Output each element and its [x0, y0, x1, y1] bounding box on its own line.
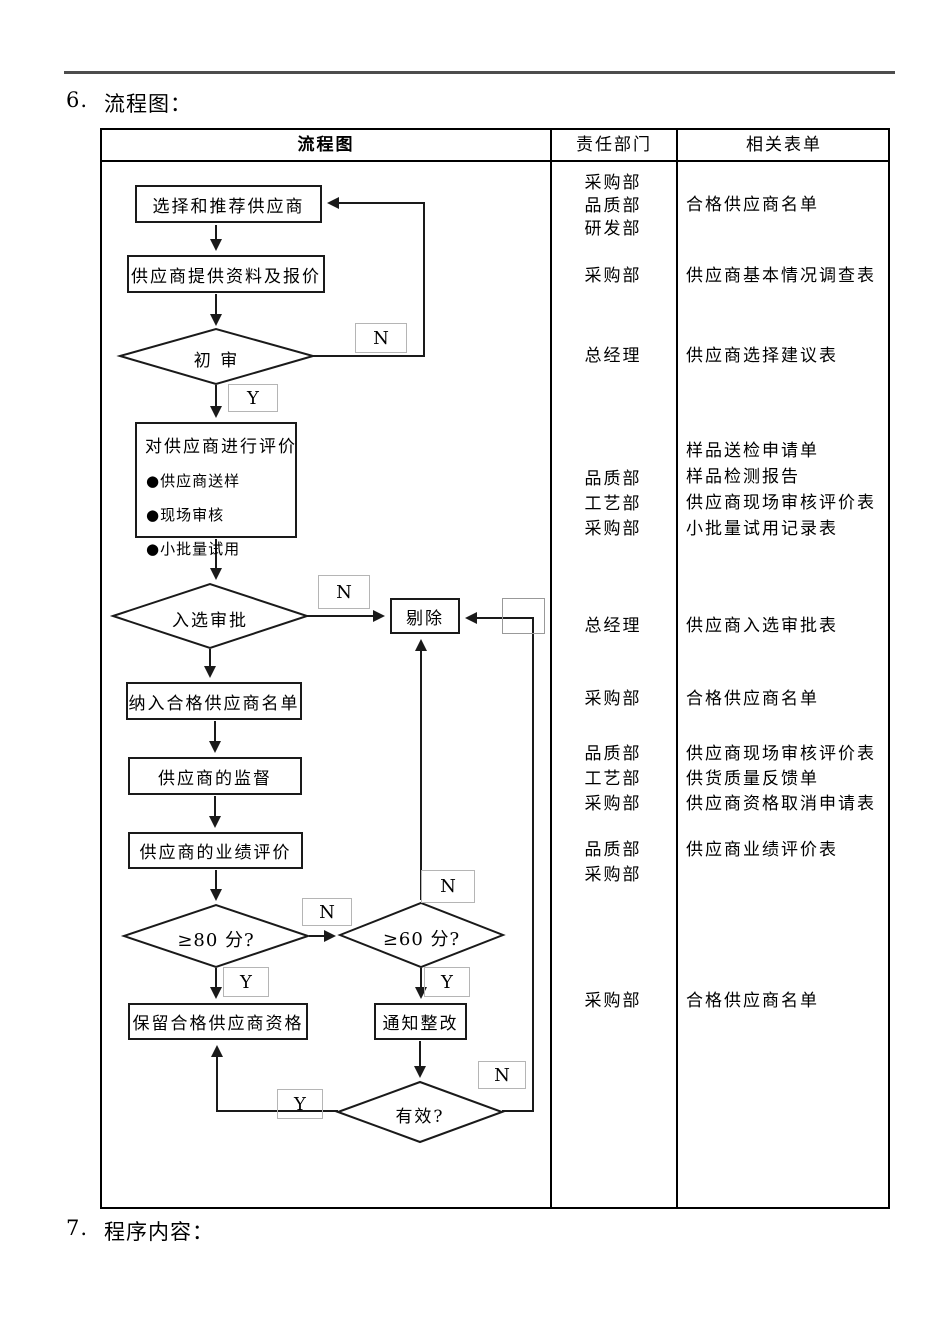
label-no-ge60: N	[421, 870, 475, 903]
table-header-separator	[100, 160, 890, 162]
decision-ge80-label: ≥80 分?	[177, 930, 255, 951]
flow-step-remove: 剔除	[390, 598, 460, 634]
form-item: 供应商现场审核评价表	[686, 744, 876, 764]
decision-selection-approval-shape	[109, 582, 311, 650]
flow-step-retain-qualification: 保留合格供应商资格	[128, 1003, 308, 1040]
dept-item: 品质部	[584, 840, 642, 860]
arrow-effective-yes-loop	[211, 1045, 338, 1112]
label-yes-initial-review: Y	[228, 384, 278, 412]
dept-item: 总经理	[584, 346, 642, 366]
decision-ge60-shape	[337, 901, 506, 969]
form-item: 供应商基本情况调查表	[686, 266, 876, 286]
dept-item: 工艺部	[584, 494, 642, 514]
table-header-flowchart: 流程图	[297, 135, 355, 155]
dept-item: 采购部	[584, 266, 642, 286]
form-item: 合格供应商名单	[686, 195, 819, 215]
dept-item: 品质部	[584, 196, 642, 216]
dept-item: 采购部	[584, 689, 642, 709]
dept-item: 研发部	[584, 219, 642, 239]
heading-6-label: 流程图：	[104, 92, 193, 116]
dept-item: 品质部	[584, 469, 642, 489]
dept-item: 总经理	[584, 616, 642, 636]
flow-step-supplier-provides-info: 供应商提供资料及报价	[127, 255, 325, 293]
top-rule	[64, 71, 895, 74]
label-yes-ge80: Y	[223, 967, 269, 997]
heading-6: 6. 流程图：	[66, 88, 192, 118]
evaluate-bullet-small-batch: ●小批量试用	[146, 540, 241, 558]
form-item: 合格供应商名单	[686, 689, 819, 709]
label-no-selection-approval: N	[318, 575, 370, 609]
form-item: 供货质量反馈单	[686, 769, 819, 789]
decision-initial-review-shape	[116, 327, 317, 386]
dept-item: 采购部	[584, 991, 642, 1011]
evaluate-title: 对供应商进行评价	[145, 437, 297, 457]
form-item: 供应商入选审批表	[686, 616, 838, 636]
decision-ge80-shape	[120, 903, 312, 969]
table-header-department: 责任部门	[576, 135, 652, 155]
label-yes-ge60: Y	[424, 967, 470, 997]
decision-selection-approval-label: 入选审批	[172, 611, 248, 631]
flow-step-supplier-supervision: 供应商的监督	[128, 757, 302, 795]
flow-step-add-to-qualified-list: 纳入合格供应商名单	[126, 682, 302, 720]
label-no-ge80: N	[302, 898, 352, 926]
heading-6-number: 6.	[66, 88, 89, 112]
form-item: 供应商资格取消申请表	[686, 794, 876, 814]
flow-step-select-recommend-supplier: 选择和推荐供应商	[135, 185, 322, 223]
dept-item: 采购部	[584, 519, 642, 539]
decision-ge60-label: ≥60 分?	[382, 929, 461, 950]
dept-item: 采购部	[584, 173, 642, 193]
flow-step-evaluate-supplier: 对供应商进行评价 ●供应商送样 ●现场审核 ●小批量试用	[135, 422, 297, 558]
flow-step-performance-evaluation: 供应商的业绩评价	[128, 832, 303, 869]
dept-item: 品质部	[584, 744, 642, 764]
dept-item: 工艺部	[584, 769, 642, 789]
arrow-effective-no-to-remove	[465, 612, 534, 1112]
form-item: 供应商选择建议表	[686, 346, 838, 366]
form-item: 供应商现场审核评价表	[686, 493, 876, 513]
arrow-review-no-loop	[313, 197, 425, 357]
decision-effective-shape	[335, 1080, 505, 1144]
decision-initial-review-label: 初 审	[193, 351, 240, 371]
heading-7-label: 程序内容：	[104, 1220, 215, 1244]
form-item: 供应商业绩评价表	[686, 840, 838, 860]
table-divider-1	[550, 128, 552, 1209]
table-divider-2	[676, 128, 678, 1209]
flowchart-table	[100, 128, 890, 1209]
heading-7-number: 7.	[66, 1216, 89, 1240]
label-yes-effective: Y	[277, 1089, 323, 1119]
dept-item: 采购部	[584, 794, 642, 814]
evaluate-bullet-onsite-audit: ●现场审核	[146, 506, 225, 524]
evaluate-bullet-sample: ●供应商送样	[146, 472, 241, 490]
form-item: 样品检测报告	[686, 467, 800, 487]
decision-effective-label: 有效?	[395, 1107, 445, 1127]
label-no-effective: N	[478, 1061, 526, 1089]
form-item: 样品送检申请单	[686, 441, 819, 461]
heading-7: 7. 程序内容：	[66, 1216, 214, 1246]
flow-step-notify-rectification: 通知整改	[374, 1003, 467, 1040]
dept-item: 采购部	[584, 865, 642, 885]
form-item: 合格供应商名单	[686, 991, 819, 1011]
form-item: 小批量试用记录表	[686, 519, 838, 539]
table-header-forms: 相关表单	[746, 135, 822, 155]
label-no-initial-review: N	[355, 323, 407, 353]
empty-label-box	[502, 598, 545, 634]
